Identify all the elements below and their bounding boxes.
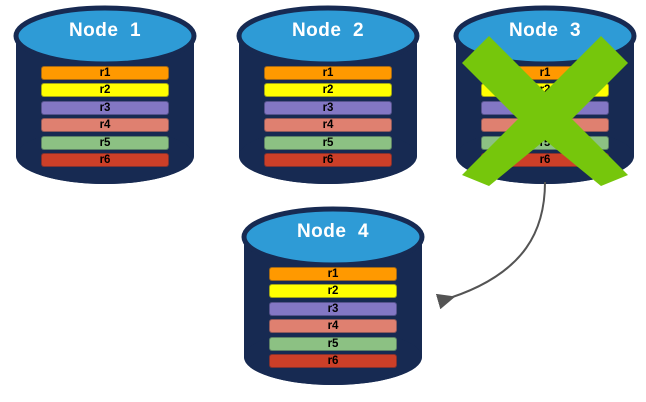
node-cylinder-2[interactable]: Node 2 r1 r2 r3 r4 r5 r6 bbox=[235, 5, 421, 192]
record-row: r5 bbox=[264, 135, 392, 150]
record-row: r5 bbox=[269, 336, 397, 351]
record-row: r4 bbox=[264, 118, 392, 133]
record-row: r1 bbox=[269, 267, 397, 281]
record-row: r1 bbox=[41, 66, 169, 80]
record-row: r3 bbox=[269, 301, 397, 316]
record-row: r2 bbox=[264, 83, 392, 98]
record-row: r6 bbox=[41, 152, 169, 167]
record-row: r2 bbox=[269, 284, 397, 299]
node-title-3: Node 3 bbox=[508, 20, 582, 41]
node-title-1: Node 1 bbox=[68, 20, 142, 41]
node-rows-2: r1 r2 r3 r4 r5 r6 bbox=[264, 66, 392, 170]
record-row: r4 bbox=[41, 118, 169, 133]
node-title-4: Node 4 bbox=[296, 221, 370, 242]
record-row: r2 bbox=[41, 83, 169, 98]
record-row: r3 bbox=[41, 100, 169, 115]
record-row: r6 bbox=[269, 353, 397, 368]
node-cylinder-4[interactable]: Node 4 r1 r2 r3 r4 r5 r6 bbox=[240, 206, 426, 393]
node-cylinder-1[interactable]: Node 1 r1 r2 r3 r4 r5 r6 bbox=[12, 5, 198, 192]
record-row: r3 bbox=[264, 100, 392, 115]
node-rows-1: r1 r2 r3 r4 r5 r6 bbox=[41, 66, 169, 170]
record-row: r6 bbox=[264, 152, 392, 167]
node-rows-4: r1 r2 r3 r4 r5 r6 bbox=[269, 267, 397, 371]
node-failure-cross-icon bbox=[462, 36, 628, 186]
record-row: r5 bbox=[41, 135, 169, 150]
record-row: r1 bbox=[264, 66, 392, 80]
node-title-2: Node 2 bbox=[291, 20, 365, 41]
record-row: r4 bbox=[269, 319, 397, 334]
